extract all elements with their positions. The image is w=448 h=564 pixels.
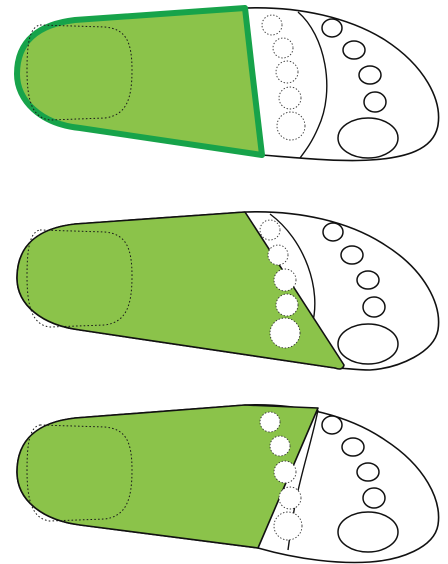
insole-figure-2 xyxy=(17,212,439,370)
insole-shade-1 xyxy=(17,8,262,155)
insole-figure-1 xyxy=(17,8,439,161)
insole-figure-3 xyxy=(17,405,439,563)
